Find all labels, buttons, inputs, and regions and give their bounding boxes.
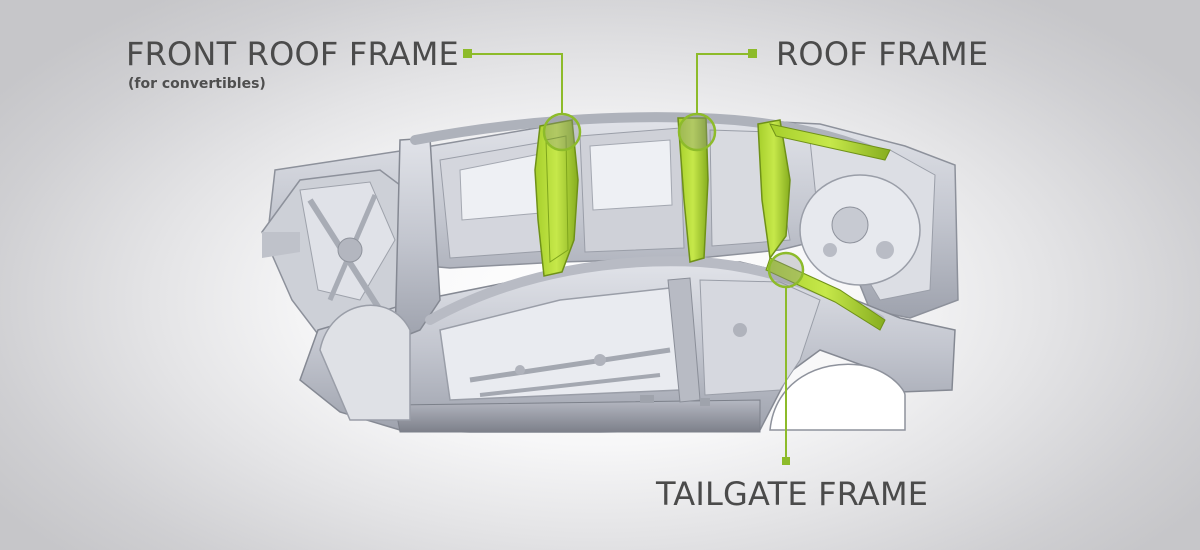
tailgate-frame-marker	[767, 251, 805, 289]
leader-lines	[468, 53, 787, 460]
roof-frame-leader	[696, 53, 752, 114]
roof-frame-label: ROOF FRAME	[776, 35, 989, 73]
tailgate-frame-label: TAILGATE FRAME	[656, 475, 929, 513]
tailgate-frame-highlight	[757, 119, 891, 331]
near-side-body-shell	[299, 112, 956, 433]
roof-frame-highlight	[677, 117, 709, 263]
front-roof-frame-leader	[468, 53, 563, 114]
front-roof-frame-note: (for convertibles)	[128, 76, 266, 92]
leader-endpoints	[463, 49, 790, 465]
front-roof-frame-highlight	[534, 119, 579, 277]
front-roof-frame-marker	[542, 112, 582, 152]
roof-frame-marker	[677, 112, 717, 152]
front-roof-frame-label: FRONT ROOF FRAME	[126, 35, 459, 73]
front-engine-bay	[261, 169, 431, 351]
